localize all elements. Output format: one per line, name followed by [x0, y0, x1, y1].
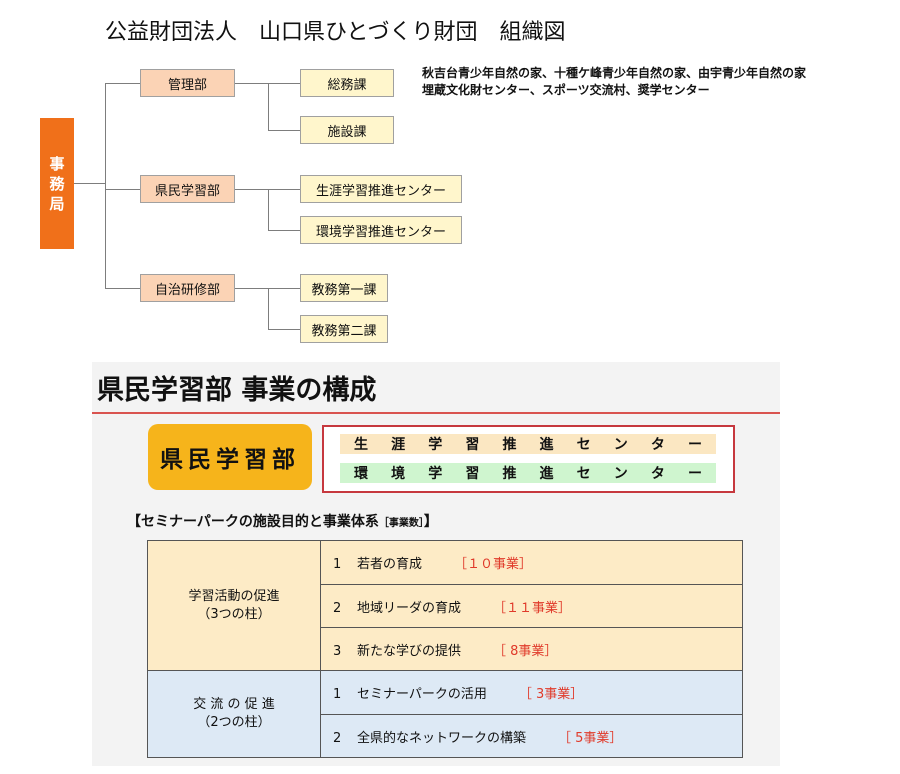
item-label: 新たな学びの提供: [357, 643, 462, 659]
center-char: ン: [613, 466, 628, 482]
item-count: ［ 5事業］: [558, 730, 623, 746]
table-row: 2 全県的なネットワークの構築 ［ 5事業］: [148, 714, 743, 758]
section-box-environment-learning-center: 環境学習推進センター: [300, 216, 462, 244]
center-char: 進: [539, 437, 554, 453]
center-row-lifelong: 生涯学習推進センター: [340, 434, 716, 454]
connector-dept-1: [105, 189, 140, 190]
center-char: ー: [687, 466, 702, 482]
center-row-environment: 環境学習推進センター: [340, 463, 716, 483]
connector-sect-1-0: [235, 189, 300, 190]
center-char: ー: [687, 437, 702, 453]
facilities-note-line: 埋蔵文化財センター、スポーツ交流村、奨学センター: [422, 83, 710, 97]
dept-badge: 県民学習部: [148, 424, 312, 490]
center-char: 涯: [391, 437, 406, 453]
item-cell: 1 セミナーパークの活用 ［ 3事業］: [320, 670, 743, 715]
trunk-sect-1: [268, 189, 269, 231]
item-label: 若者の育成: [357, 557, 423, 572]
section-box-general-affairs: 総務課: [300, 69, 394, 97]
root-connector: [74, 183, 106, 184]
center-char: セ: [576, 466, 591, 482]
section-title: 県民学習部 事業の構成: [97, 375, 377, 406]
trunk-sect-2: [268, 288, 269, 330]
facilities-note-line: 秋吉台青少年自然の家、十種ケ峰青少年自然の家、由宇青少年自然の家: [422, 66, 807, 80]
section-box-lifelong-learning-center: 生涯学習推進センター: [300, 175, 462, 203]
item-number: 1: [333, 557, 342, 572]
business-table: 学習活動の促進 （3つの柱） 1 若者の育成 ［１０事業］ 2 地域リーダの育成 ［１１…: [147, 540, 743, 758]
heading-close: 】: [423, 514, 438, 530]
org-root-char: 事: [49, 154, 65, 173]
item-number: 1: [333, 687, 342, 702]
connector-sect-0-0: [235, 83, 300, 84]
center-char: ン: [613, 437, 628, 453]
item-label: 地域リーダの育成: [357, 600, 462, 616]
connector-dept-0: [105, 83, 140, 84]
business-system-heading: 【セミナーパークの施設目的と事業体系［事業数］】: [127, 511, 438, 531]
title-underline: [92, 412, 780, 414]
connector-sect-1-1: [268, 230, 300, 231]
trunk-sect-0: [268, 83, 269, 131]
item-count: ［１１事業］: [493, 600, 572, 616]
table-row: 2 地域リーダの育成 ［１１事業］: [148, 584, 743, 628]
item-count: ［ 8事業］: [493, 643, 558, 659]
dept-box-management: 管理部: [140, 69, 235, 97]
item-number: 2: [333, 730, 342, 746]
org-root-secretariat: 事 務 局: [40, 118, 74, 249]
section-box-facilities: 施設課: [300, 116, 394, 144]
center-char: 推: [502, 466, 517, 482]
center-char: セ: [576, 437, 591, 453]
section-box-instruction-2: 教務第二課: [300, 315, 388, 343]
group-pillars: （2つの柱）: [197, 715, 271, 730]
group-name: 学習活動の促進: [188, 588, 280, 604]
dept-box-training: 自治研修部: [140, 274, 235, 302]
center-char: 推: [502, 437, 517, 453]
item-count: ［ 3事業］: [518, 687, 584, 702]
center-char: 環: [354, 466, 368, 482]
center-char: タ: [650, 466, 665, 482]
group-name: 交 流 の 促 進: [193, 697, 275, 712]
item-label: 全県的なネットワークの構築: [357, 730, 527, 746]
item-label: セミナーパークの活用: [357, 687, 487, 702]
group-cell-learning: 学習活動の促進 （3つの柱）: [147, 540, 321, 671]
table-row: 学習活動の促進 （3つの柱） 1 若者の育成 ［１０事業］: [147, 540, 743, 671]
center-char: 習: [465, 466, 480, 482]
table-row: 交 流 の 促 進 （2つの柱） 1 セミナーパークの活用 ［ 3事業］: [147, 670, 743, 758]
item-cell: 2 全県的なネットワークの構築 ［ 5事業］: [320, 714, 743, 758]
heading-main: 【セミナーパークの施設目的と事業体系: [127, 514, 379, 530]
group-cell-exchange: 交 流 の 促 進 （2つの柱）: [147, 670, 321, 758]
group-pillars: （3つの柱）: [197, 606, 271, 622]
page-title: 公益財団法人 山口県ひとづくり財団 組織図: [105, 20, 566, 45]
center-char: 境: [391, 466, 406, 482]
dept-box-learning: 県民学習部: [140, 175, 235, 203]
connector-dept-2: [105, 288, 140, 289]
table-row: 3 新たな学びの提供 ［ 8事業］: [148, 627, 743, 671]
item-cell: 2 地域リーダの育成 ［１１事業］: [320, 584, 743, 628]
connector-sect-2-0: [235, 288, 300, 289]
facilities-note: 秋吉台青少年自然の家、十種ケ峰青少年自然の家、由宇青少年自然の家 埋蔵文化財セン…: [422, 65, 806, 99]
center-char: 学: [428, 437, 443, 453]
center-char: タ: [650, 437, 665, 453]
item-number: 2: [333, 600, 342, 616]
heading-count-label: ［事業数］: [378, 518, 424, 529]
item-number: 3: [333, 643, 342, 659]
center-char: 学: [428, 466, 443, 482]
connector-sect-2-1: [268, 329, 300, 330]
root-trunk: [105, 83, 106, 289]
connector-sect-0-1: [268, 130, 300, 131]
center-char: 進: [539, 466, 554, 482]
org-root-char: 局: [49, 194, 65, 213]
item-cell: 1 若者の育成 ［１０事業］: [320, 540, 743, 585]
org-root-char: 務: [49, 174, 65, 193]
item-count: ［１０事業］: [454, 557, 533, 572]
center-char: 習: [465, 437, 480, 453]
center-char: 生: [354, 437, 368, 453]
section-box-instruction-1: 教務第一課: [300, 274, 388, 302]
item-cell: 3 新たな学びの提供 ［ 8事業］: [320, 627, 743, 671]
